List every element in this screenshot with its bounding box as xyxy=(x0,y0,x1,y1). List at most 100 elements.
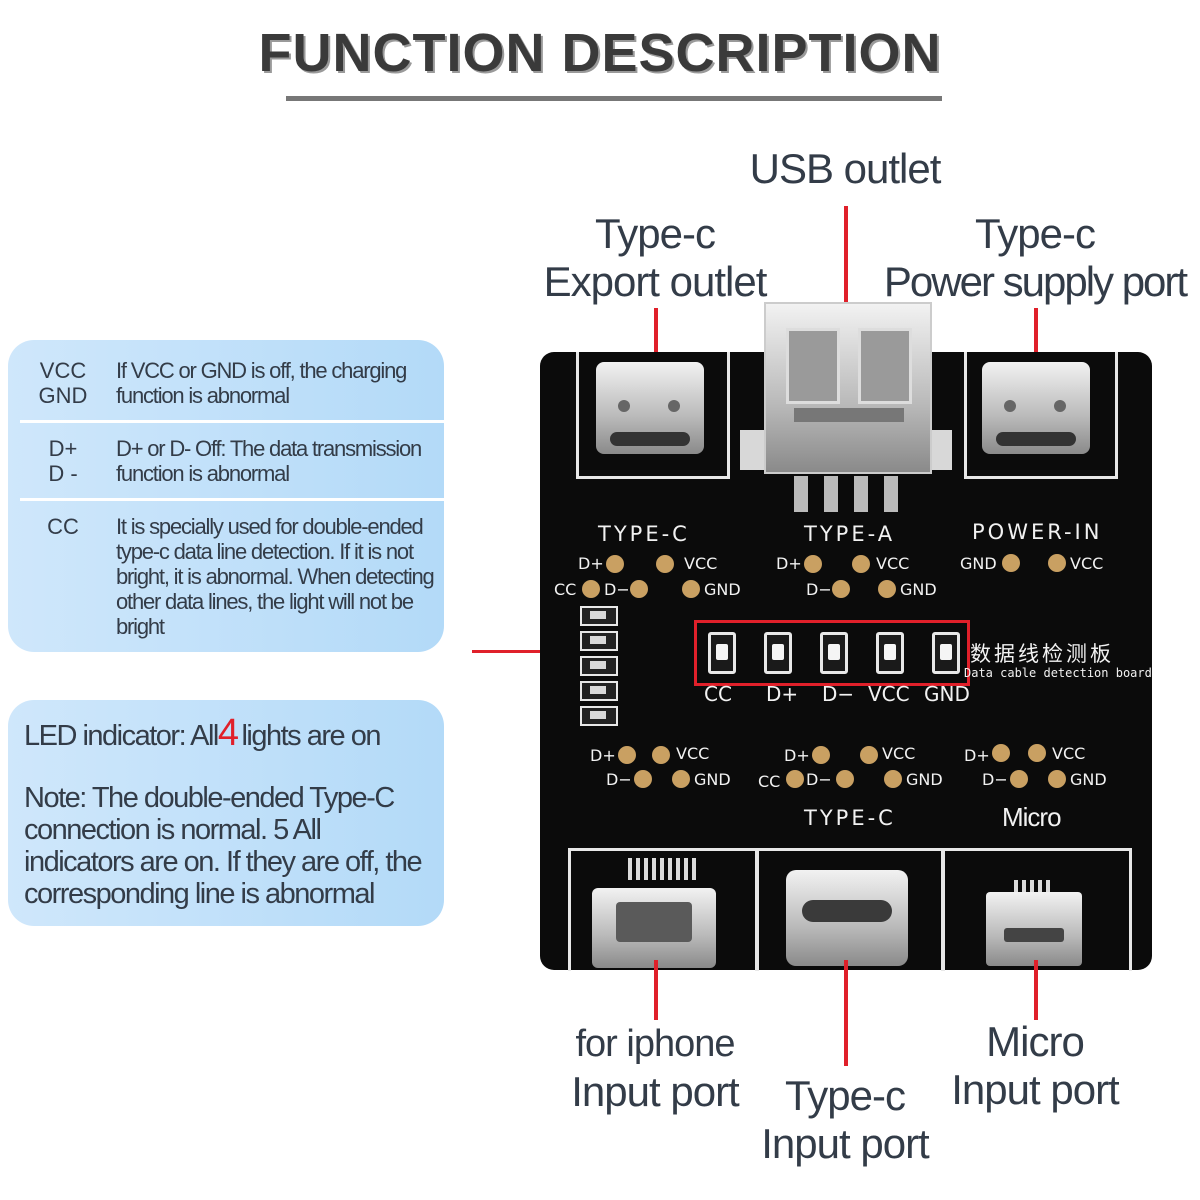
pad-label-gnd: GND xyxy=(906,770,943,789)
test-pad xyxy=(1010,770,1028,788)
title-underline xyxy=(286,96,942,101)
led-dplus xyxy=(764,632,792,674)
section-label-typec-top: TYPE-C xyxy=(598,522,690,546)
usb-pin xyxy=(884,476,898,512)
micro-connector-pins xyxy=(1014,880,1054,892)
test-pad xyxy=(860,746,878,764)
iphone-input-connector xyxy=(592,888,716,968)
test-pad xyxy=(1028,744,1046,762)
led-note: Note: The double-ended Type-C connection… xyxy=(24,782,423,910)
smd-resistor xyxy=(580,681,618,701)
pad-label-gnd: GND xyxy=(1070,770,1107,789)
test-pad xyxy=(682,580,700,598)
test-pad xyxy=(804,555,822,573)
pad-label-vcc: VCC xyxy=(882,744,916,763)
pad-label-dplus: D+ xyxy=(776,554,802,573)
line-info-box: VCC GND If VCC or GND is off, the chargi… xyxy=(8,340,448,652)
section-label-typec-bottom: TYPE-C xyxy=(804,806,896,830)
led-highlight-frame xyxy=(694,620,970,686)
pad-label-dminus: D− xyxy=(806,770,832,789)
smd-resistor xyxy=(580,606,618,626)
pad-label-vcc: VCC xyxy=(676,744,710,763)
board-title-chinese: 数据线检测板 xyxy=(970,642,1114,666)
board-title-english: Data cable detection board xyxy=(964,666,1152,680)
led-label-dminus: D− xyxy=(822,682,855,706)
info-divider xyxy=(20,498,448,501)
smd-resistor xyxy=(580,656,618,676)
test-pad xyxy=(884,770,902,788)
test-pad xyxy=(832,580,850,598)
micro-input-frame xyxy=(942,848,1132,971)
pad-label-dminus: D− xyxy=(806,580,832,599)
pad-label-dplus: D+ xyxy=(578,554,604,573)
test-pad xyxy=(630,580,648,598)
detection-board: TYPE-C TYPE-A POWER-IN D+ VCC CC D− GND … xyxy=(540,302,1152,971)
typec-input-connector xyxy=(786,870,908,966)
info-key-cc: CC xyxy=(47,514,79,539)
test-pad xyxy=(618,746,636,764)
typec-power-label: Type-c Power supply port xyxy=(870,210,1200,306)
pad-label-dminus: D− xyxy=(606,770,632,789)
info-desc-cc: It is specially used for double-ended ty… xyxy=(116,514,435,639)
iphone-input-label: for iphone Input port xyxy=(520,1020,790,1116)
led-label-dplus: D+ xyxy=(766,682,799,706)
led-label-vcc: VCC xyxy=(868,682,910,706)
test-pad xyxy=(606,555,624,573)
pad-label-vcc: VCC xyxy=(876,554,910,573)
test-pad xyxy=(656,555,674,573)
usb-outlet-label: USB outlet xyxy=(749,145,942,192)
pad-label-cc: CC xyxy=(554,580,577,599)
typec-export-frame xyxy=(576,352,730,479)
test-pad xyxy=(1048,770,1066,788)
test-pad xyxy=(672,770,690,788)
pad-label-gnd: GND xyxy=(704,580,741,599)
smd-resistor xyxy=(580,631,618,651)
iphone-input-line2: Input port xyxy=(571,1068,739,1115)
pad-label-dplus: D+ xyxy=(964,746,990,765)
pointer-line-usb xyxy=(844,206,848,316)
test-pad xyxy=(1048,554,1066,572)
test-pad xyxy=(652,746,670,764)
led-label-cc: CC xyxy=(704,682,732,706)
section-label-micro: Micro xyxy=(1002,802,1062,832)
usb-tab-left xyxy=(740,430,766,470)
micro-input-label: Micro Input port xyxy=(920,1018,1150,1114)
info-desc-data: D+ or D- Off: The data transmission func… xyxy=(116,436,422,486)
micro-input-connector xyxy=(986,892,1082,966)
test-pad xyxy=(992,744,1010,762)
info-row-data: D+ D - D+ or D- Off: The data transmissi… xyxy=(8,436,448,496)
typec-input-line2: Input port xyxy=(761,1120,929,1167)
test-pad xyxy=(812,746,830,764)
info-row-vcc-gnd: VCC GND If VCC or GND is off, the chargi… xyxy=(8,358,448,418)
pointer-line-micro xyxy=(1034,960,1038,1020)
pad-label-gnd: GND xyxy=(694,770,731,789)
usb-pin xyxy=(824,476,838,512)
micro-input-line2: Input port xyxy=(951,1066,1119,1113)
pointer-line-typec-export xyxy=(654,308,658,368)
test-pad xyxy=(1002,554,1020,572)
led-heading-suffix: lights are on xyxy=(241,720,381,752)
typec-input-label: Type-c Input port xyxy=(720,1072,970,1168)
led-heading-count: 4 xyxy=(217,712,239,754)
pad-label-dplus: D+ xyxy=(590,746,616,765)
info-divider xyxy=(20,420,448,423)
pad-label-gnd: GND xyxy=(960,554,997,573)
led-gnd xyxy=(932,632,960,674)
led-vcc xyxy=(876,632,904,674)
info-key-data: D+ D - xyxy=(48,436,78,486)
pad-label-dminus: D− xyxy=(982,770,1008,789)
typec-input-line1: Type-c xyxy=(784,1072,906,1119)
smd-resistor xyxy=(580,706,618,726)
iphone-connector-pins xyxy=(628,858,698,880)
test-pad xyxy=(582,580,600,598)
led-heading-prefix: LED indicator: All xyxy=(24,720,219,752)
typec-power-line2: Power supply port xyxy=(883,258,1188,305)
test-pad xyxy=(836,770,854,788)
pad-label-dminus: D− xyxy=(604,580,630,599)
pad-label-cc: CC xyxy=(758,772,781,791)
info-row-cc: CC It is specially used for double-ended… xyxy=(8,514,448,644)
pointer-line-iphone xyxy=(654,960,658,1020)
info-key-vcc-gnd: VCC GND xyxy=(38,358,88,408)
